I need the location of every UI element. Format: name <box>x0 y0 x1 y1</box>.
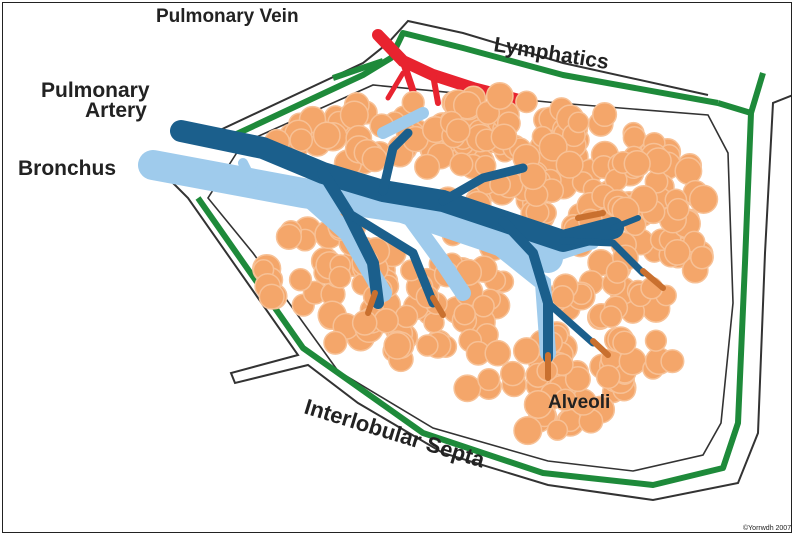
alveolus <box>362 147 387 172</box>
alveoli-label: Alveoli <box>548 392 610 413</box>
alveolus <box>324 332 347 355</box>
alveolus <box>514 338 540 364</box>
alveolus <box>454 375 480 401</box>
alveolus <box>668 199 689 220</box>
lung-lobule-diagram: Pulmonary Vein Lymphatics Pulmonary Arte… <box>3 3 792 533</box>
alveolus <box>259 284 284 309</box>
alveolus <box>646 330 667 351</box>
alveolus <box>606 261 628 283</box>
alveolus <box>665 240 690 265</box>
alveolus <box>485 341 510 366</box>
alveolus <box>450 153 473 176</box>
alveolus <box>417 335 438 356</box>
alveoli-clusters <box>253 83 718 445</box>
alveolus <box>514 417 542 445</box>
alveolus <box>415 155 440 180</box>
alveolus <box>600 306 621 327</box>
alveolus <box>568 112 588 132</box>
alveolus <box>329 267 350 288</box>
alveolus <box>374 309 398 333</box>
alveolus <box>690 185 718 213</box>
alveolus <box>478 369 500 391</box>
alveolus <box>384 333 410 359</box>
bronchus-label: Bronchus <box>18 157 116 180</box>
alveolus <box>447 119 470 142</box>
alveolus <box>454 304 475 325</box>
alveolus <box>341 101 369 129</box>
credit-label: ©Yorrwdh 2007 <box>743 524 791 532</box>
alveolus <box>290 129 312 151</box>
alveolus <box>547 420 567 440</box>
alveolus <box>277 224 302 249</box>
pulmonary-artery-label-line2: Artery <box>85 99 147 122</box>
alveolus <box>556 151 583 178</box>
alveolus <box>516 91 537 112</box>
alveolus <box>661 350 684 373</box>
alveolus <box>473 296 494 317</box>
alveolus <box>613 331 636 354</box>
alveolus <box>691 247 713 269</box>
alveolus <box>597 365 620 388</box>
alveolus <box>491 124 516 149</box>
alveolus <box>487 83 513 109</box>
alveolus <box>314 122 340 148</box>
alveolus <box>501 362 525 386</box>
alveolus <box>290 269 312 291</box>
lymphatics-label: Lymphatics <box>492 33 610 74</box>
alveolus <box>624 151 650 177</box>
alveolus <box>593 103 617 127</box>
pulmonary-vein-label: Pulmonary Vein <box>156 6 299 27</box>
alveolus <box>353 311 377 335</box>
alveolus <box>396 305 418 327</box>
